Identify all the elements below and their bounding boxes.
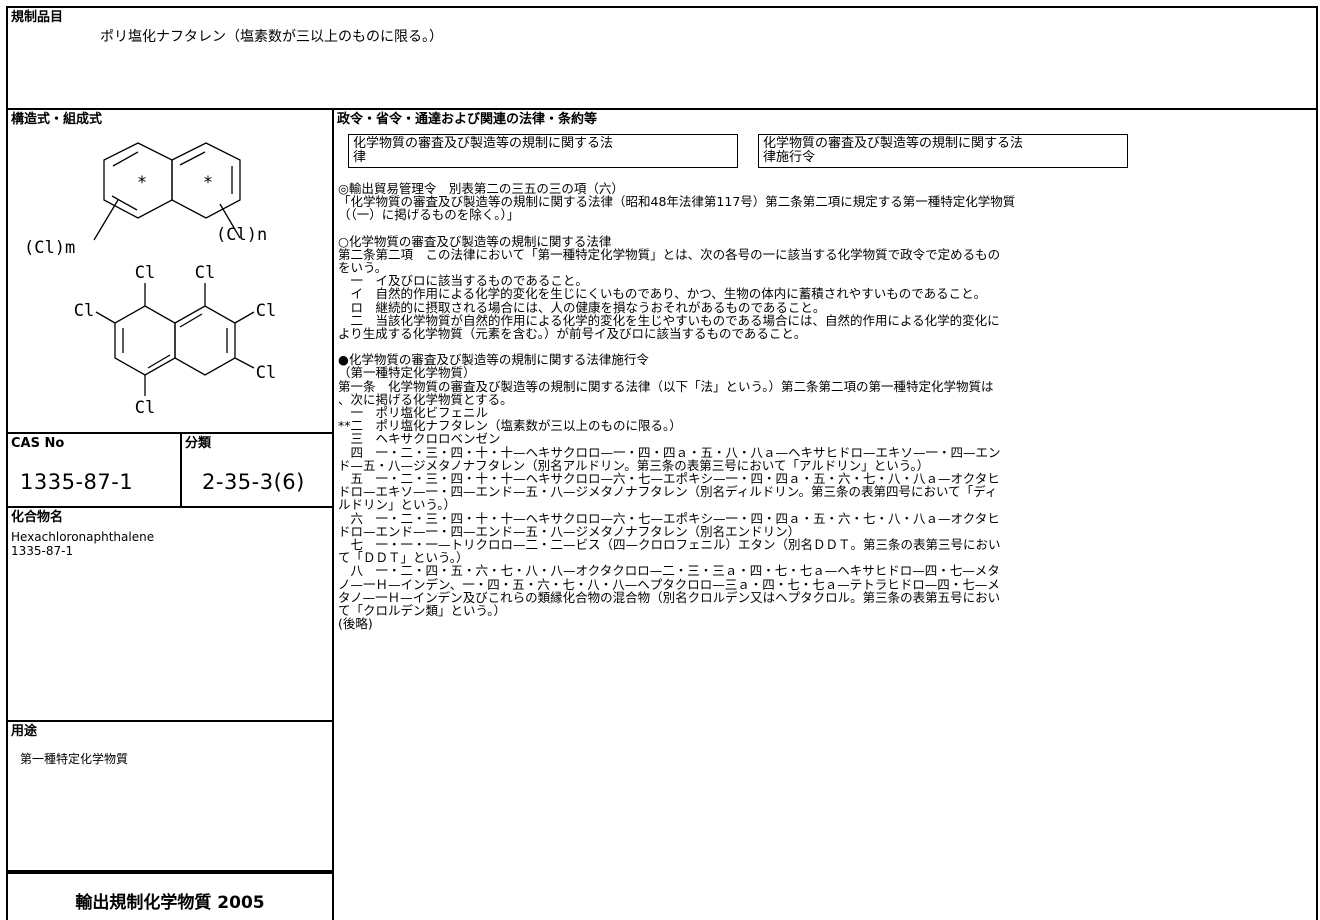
law-text-line: **二 ポリ塩化ナフタレン（塩素数が三以上のものに限る。） <box>338 418 682 434</box>
cl-atom: Cl <box>74 301 94 321</box>
law-text-line: て「クロルデン類」という。） <box>338 603 507 619</box>
cl-atom: Cl <box>256 301 276 321</box>
law-link-act-line1: 化学物質の審査及び製造等の規制に関する法 <box>353 136 614 151</box>
structure-diagram: * * (Cl)m (Cl)n Cl Cl Cl Cl Cl Cl <box>24 142 276 418</box>
cl-bond-left <box>93 199 119 241</box>
law-text-line: 五 一・二・三・四・十・十—ヘキサクロロ—六・七—エポキシ—一・四・四ａ・五・六… <box>338 471 1000 487</box>
structure-label: 構造式・組成式 <box>11 112 103 127</box>
classification-label: 分類 <box>185 436 212 451</box>
law-text-line: ロ 継続的に摂取される場合には、人の健康を損なうおそれがあるものであること。 <box>338 299 826 315</box>
cl-atom: Cl <box>135 263 155 283</box>
law-link-act[interactable]: 化学物質の審査及び製造等の規制に関する法 律 <box>348 134 738 168</box>
cas-label: CAS No <box>11 436 65 451</box>
law-paragraph: ○化学物質の審査及び製造等の規制に関する法律第二条第二項 この法律において「第一… <box>338 233 1313 342</box>
law-link-order-line2: 律施行令 <box>763 150 816 165</box>
law-text-line: 第一条 化学物質の審査及び製造等の規制に関する法律（以下「法」という。）第二条第… <box>338 378 994 394</box>
classification-section: 分類 2-35-3(6) <box>180 432 334 508</box>
cas-section: CAS No 1335-87-1 <box>6 432 182 508</box>
law-text-line: 七 一・一・一—トリクロロ—二・二—ビス（四—クロロフェニル）エタン（別名ＤＤＴ… <box>338 537 1001 553</box>
law-text-line: ルドリン」という。） <box>338 497 457 513</box>
regulated-item-label: 規制品目 <box>11 10 64 25</box>
law-section: 政令・省令・通達および関連の法律・条約等 化学物質の審査及び製造等の規制に関する… <box>332 108 1318 920</box>
ring2-left <box>114 305 176 376</box>
law-link-act-line2: 律 <box>353 150 367 165</box>
regulated-item-section: 規制品目 ポリ塩化ナフタレン（塩素数が三以上のものに限る。） <box>6 6 1318 110</box>
law-text-line: ド—五・八—ジメタノナフタレン（別名アルドリン。第三条の表第三号において「アルド… <box>338 457 930 473</box>
law-label: 政令・省令・通達および関連の法律・条約等 <box>337 112 598 127</box>
marker-left: * <box>137 173 147 193</box>
law-text-line: イ 自然的作用による化学的変化を生じにくいものであり、かつ、生物の体内に蓄積され… <box>338 286 987 302</box>
law-link-order[interactable]: 化学物質の審査及び製造等の規制に関する法 律施行令 <box>758 134 1128 168</box>
classification-value: 2-35-3(6) <box>202 470 305 494</box>
law-paragraph: ●化学物質の審査及び製造等の規制に関する法律施行令（第一種特定化学物質）第一条 … <box>338 353 1313 630</box>
law-text-line: ●化学物質の審査及び製造等の規制に関する法律施行令 <box>338 352 649 368</box>
law-text-line: 「化学物質の審査及び製造等の規制に関する法律（昭和48年法律第117号）第二条第… <box>338 194 1016 210</box>
law-text-line: 四 一・二・三・四・十・十—ヘキサクロロ—一・四・四ａ・五・八・八ａ—ヘキサヒド… <box>338 444 1001 460</box>
usage-label: 用途 <box>11 724 38 739</box>
structure-section: 構造式・組成式 * * <box>6 108 334 434</box>
law-text-line: 第二条第二項 この法律において「第一種特定化学物質」とは、次の各号の一に該当する… <box>338 246 1001 262</box>
cas-value: 1335-87-1 <box>20 470 134 494</box>
law-text-line: 八 一・二・四・五・六・七・八・八—オクタクロロ—二・三・三ａ・四・七・七ａ—ヘ… <box>338 563 1000 579</box>
compound-label: 化合物名 <box>11 510 64 525</box>
law-text-line: ○化学物質の審査及び製造等の規制に関する法律 <box>338 233 612 249</box>
ring-right <box>171 142 241 219</box>
cl-atom: Cl <box>195 263 215 283</box>
compound-cas: 1335-87-1 <box>11 544 74 558</box>
compound-section: 化合物名 Hexachloronaphthalene 1335-87-1 <box>6 506 334 722</box>
usage-section: 用途 第一種特定化学物質 <box>6 720 334 872</box>
law-text-line: ノ—一Ｈ—インデン、一・四・五・六・七・八・八—ヘプタクロロ—三ａ・四・七・七ａ… <box>338 576 1000 592</box>
law-paragraph: ◎輸出貿易管理令 別表第二の三五の三の項（六）「化学物質の審査及び製造等の規制に… <box>338 182 1313 222</box>
law-text: ◎輸出貿易管理令 別表第二の三五の三の項（六）「化学物質の審査及び製造等の規制に… <box>338 182 1313 644</box>
law-text-line: 二 当該化学物質が自然的作用による化学的変化を生じやすいものである場合には、自然… <box>338 312 1000 328</box>
cl-m-label: (Cl)m <box>24 238 75 258</box>
footer-title: 輸出規制化学物質 2005 <box>75 893 265 913</box>
marker-right: * <box>203 173 213 193</box>
law-text-line: タノ—一Ｈ—インデン及びこれらの類縁化合物の混合物（別名クロルデン又はヘプタクロ… <box>338 589 1001 605</box>
law-text-line: 三 ヘキサクロロベンゼン <box>338 431 501 447</box>
law-link-order-line1: 化学物質の審査及び製造等の規制に関する法 <box>763 136 1024 151</box>
law-text-line: をいう。 <box>338 260 388 276</box>
cl-atom: Cl <box>256 363 276 383</box>
law-text-line: より生成する化学物質（元素を含む。）が前号イ及びロに該当するものであること。 <box>338 326 807 342</box>
compound-name: Hexachloronaphthalene <box>11 530 155 544</box>
law-text-line: て「ＤＤＴ」という。） <box>338 550 469 566</box>
footer-title-box: 輸出規制化学物質 2005 <box>6 872 334 920</box>
cl-n-label: (Cl)n <box>216 225 267 245</box>
law-text-line: ドロ—エンド—一・四—エンド—五・八—ジメタノナフタレン（別名エンドリン） <box>338 523 801 539</box>
usage-value: 第一種特定化学物質 <box>20 752 129 766</box>
law-text-line: 六 一・二・三・四・十・十—ヘキサクロロ—六・七—エポキシ—一・四・四ａ・五・六… <box>338 510 1000 526</box>
law-text-line: (後略) <box>338 616 373 632</box>
law-text-line: （（一）に掲げるものを除く。）」 <box>338 207 520 223</box>
ring2-right <box>174 305 236 376</box>
law-text-line: 、次に掲げる化学物質とする。 <box>338 391 513 407</box>
law-text-line: ドロ—エキソ—一・四—エンド—五・八—ジメタノナフタレン（別名ディルドリン。第三… <box>338 484 998 500</box>
law-text-line: （第一種特定化学物質） <box>338 365 476 381</box>
regulated-item-value: ポリ塩化ナフタレン（塩素数が三以上のものに限る。） <box>100 29 443 45</box>
law-text-line: 一 ポリ塩化ビフェニル <box>338 405 489 421</box>
law-text-line: 一 イ及びロに該当するものであること。 <box>338 273 588 289</box>
cl-atom: Cl <box>135 398 155 418</box>
cl-bond-right <box>219 203 241 239</box>
law-text-line: ◎輸出貿易管理令 別表第二の三五の三の項（六） <box>338 181 624 196</box>
